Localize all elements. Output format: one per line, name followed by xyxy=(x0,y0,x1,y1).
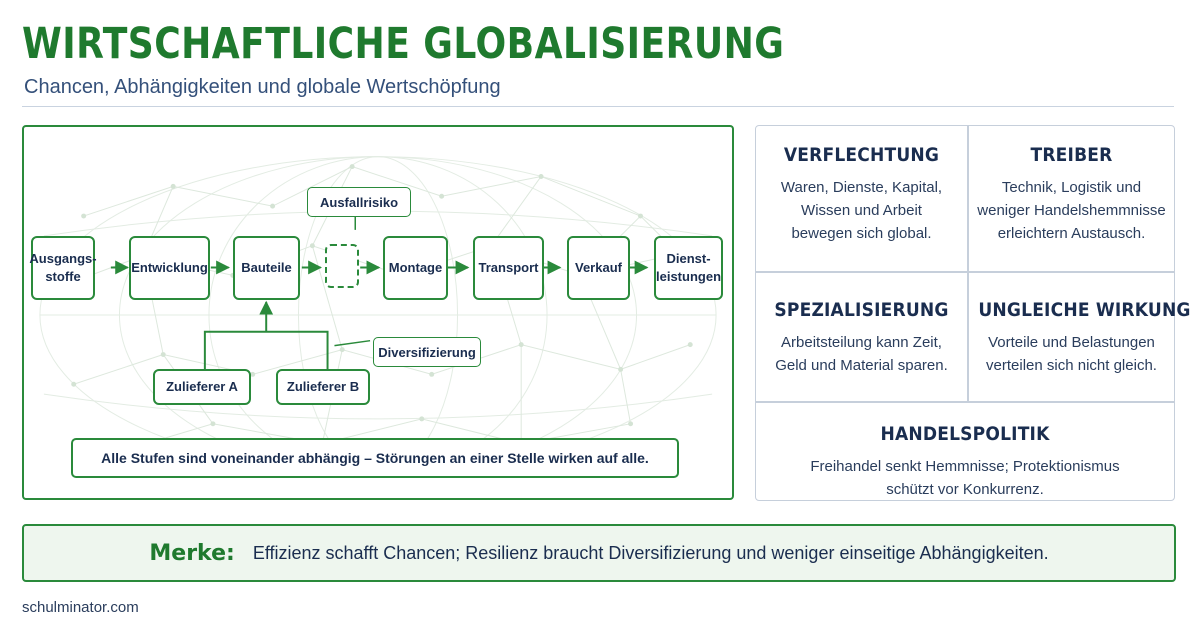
chain-step-verkauf: Verkauf xyxy=(567,236,630,300)
callout-diversifizierung: Diversifizierung xyxy=(373,337,481,367)
chain-step-transport: Transport xyxy=(473,236,544,300)
grid-divider-row-1 xyxy=(756,271,1174,273)
chain-step-montage: Montage xyxy=(383,236,448,300)
info-cards-grid: VERFLECHTUNG Waren, Dienste, Kapital, Wi… xyxy=(755,125,1191,501)
chain-step-dienstleistungen: Dienst- leistungen xyxy=(654,236,723,300)
card-treiber: TREIBER Technik, Logistik und weniger Ha… xyxy=(968,126,1175,271)
card-handelspolitik: HANDELSPOLITIK Freihandel senkt Hemmniss… xyxy=(756,405,1174,500)
card-text: Freihandel senkt Hemmnisse; Protektionis… xyxy=(810,458,1120,498)
card-text: Vorteile und Belastungen verteilen sich … xyxy=(986,334,1157,374)
card-title: UNGLEICHE WIRKUNG xyxy=(978,299,1191,321)
grid-divider-vertical xyxy=(967,126,969,401)
page-subtitle: Chancen, Abhängigkeiten und globale Wert… xyxy=(24,76,501,98)
card-text: Arbeitsteilung kann Zeit, Geld und Mater… xyxy=(775,334,948,374)
chain-step-missing xyxy=(325,244,359,288)
card-verflechtung: VERFLECHTUNG Waren, Dienste, Kapital, Wi… xyxy=(756,126,967,271)
grid-divider-row-2 xyxy=(756,401,1174,403)
footer-source: schulminator.com xyxy=(22,599,139,616)
merke-label: Merke: xyxy=(149,540,235,566)
card-spezialisierung: SPEZIALISIERUNG Arbeitsteilung kann Zeit… xyxy=(756,281,967,401)
card-text: Technik, Logistik und weniger Handelshem… xyxy=(977,179,1166,242)
supplier-b: Zulieferer B xyxy=(276,369,370,405)
card-title: TREIBER xyxy=(1030,144,1113,166)
page-title: WIRTSCHAFTLICHE GLOBALISIERUNG xyxy=(22,19,785,69)
merke-box: Merke: Effizienz schafft Chancen; Resili… xyxy=(22,524,1176,582)
chain-step-ausgangsstoffe: Ausgangs- stoffe xyxy=(29,236,97,300)
card-title: VERFLECHTUNG xyxy=(783,144,940,166)
card-text: Waren, Dienste, Kapital, Wissen und Arbe… xyxy=(780,179,943,242)
value-chain-diagram: Ausgangs- stoffe Entwicklung Bauteile Mo… xyxy=(22,125,734,500)
chain-step-bauteile: Bauteile xyxy=(233,236,300,300)
card-title: HANDELSPOLITIK xyxy=(880,423,1050,445)
title-divider xyxy=(22,106,1174,107)
callout-ausfallrisiko: Ausfallrisiko xyxy=(307,187,411,217)
card-title: SPEZIALISIERUNG xyxy=(774,299,949,321)
chain-step-entwicklung: Entwicklung xyxy=(129,236,210,300)
dependency-note: Alle Stufen sind voneinander abhängig – … xyxy=(71,438,679,478)
merke-text: Effizienz schafft Chancen; Resilienz bra… xyxy=(252,542,1049,563)
supplier-a: Zulieferer A xyxy=(153,369,251,405)
card-ungleiche-wirkung: UNGLEICHE WIRKUNG Vorteile und Belastung… xyxy=(968,281,1191,401)
